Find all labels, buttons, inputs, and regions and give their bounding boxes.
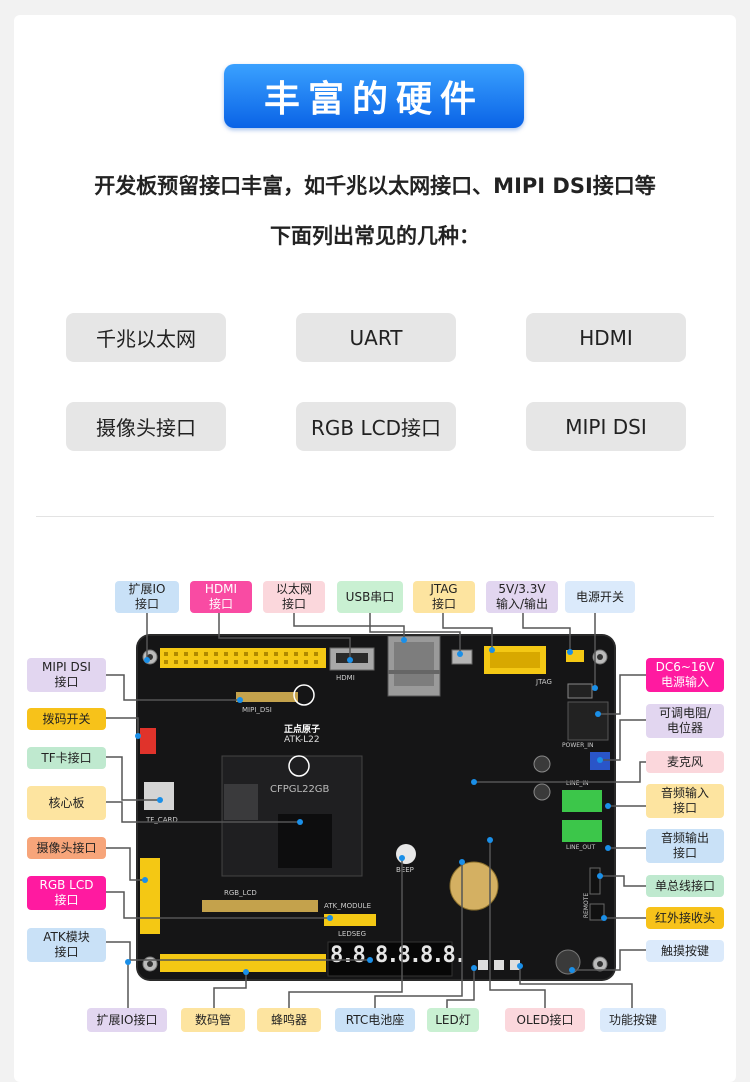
board-rgb-silk: RGB_LCD <box>224 889 257 897</box>
label-onewire: 单总线接口 <box>646 875 724 897</box>
feature-chip: 千兆以太网 <box>66 313 226 362</box>
label-audio-out: 音频输出 接口 <box>646 829 724 863</box>
divider <box>36 516 714 517</box>
feature-chip: RGB LCD接口 <box>296 402 456 451</box>
label-ir-receiver: 红外接收头 <box>646 907 724 929</box>
label-expansion-io-top: 扩展IO 接口 <box>115 581 179 613</box>
label-ethernet: 以太网 接口 <box>263 581 325 613</box>
label-power-switch: 电源开关 <box>565 581 635 613</box>
feature-chip: UART <box>296 313 456 362</box>
board-jtag-silk: JTAG <box>536 678 552 686</box>
label-microphone: 麦克风 <box>646 751 724 773</box>
board-linein-silk: LINE_IN <box>566 780 589 787</box>
board-beep-silk: BEEP <box>396 866 414 874</box>
feature-chip: HDMI <box>526 313 686 362</box>
label-camera: 摄像头接口 <box>27 837 106 859</box>
seven-segment-digits: 8.8.8.8.8.8. <box>330 943 467 968</box>
board-remote-silk: REMOTE <box>583 892 591 919</box>
label-function-key: 功能按键 <box>600 1008 666 1032</box>
label-mipi-dsi: MIPI DSI 接口 <box>27 658 106 692</box>
board-tf-silk: TF_CARD <box>146 816 178 824</box>
board-art <box>138 636 614 979</box>
label-expansion-io-bottom: 扩展IO接口 <box>87 1008 167 1032</box>
label-hdmi: HDMI 接口 <box>190 581 252 613</box>
label-potentiometer: 可调电阻/ 电位器 <box>646 704 724 738</box>
label-core-board: 核心板 <box>27 786 106 820</box>
board-seg-silk: LEDSEG <box>338 930 367 938</box>
label-rtc-battery: RTC电池座 <box>335 1008 415 1032</box>
label-rgb-lcd: RGB LCD 接口 <box>27 876 106 910</box>
label-dc-input: DC6~16V 电源输入 <box>646 658 724 692</box>
label-audio-in: 音频输入 接口 <box>646 784 724 818</box>
section-title: 丰富的硬件 <box>224 64 524 128</box>
feature-chip: MIPI DSI <box>526 402 686 451</box>
label-jtag: JTAG 接口 <box>413 581 475 613</box>
label-atk-module: ATK模块 接口 <box>27 928 106 962</box>
intro-line-2: 下面列出常见的几种： <box>270 224 480 248</box>
board-atk-silk: ATK_MODULE <box>324 902 371 910</box>
board-power-silk: POWER_IN <box>562 742 594 749</box>
board-mipi-silk: MIPI_DSI <box>242 706 272 714</box>
intro-line-1: 开发板预留接口丰富，如千兆以太网接口、MIPI DSI接口等 <box>94 174 656 198</box>
label-oled: OLED接口 <box>505 1008 585 1032</box>
label-power-io: 5V/3.3V 输入/输出 <box>486 581 558 613</box>
feature-chip: 摄像头接口 <box>66 402 226 451</box>
board-model: ATK-L22 <box>284 735 320 745</box>
label-touch-key: 触摸按键 <box>646 940 724 962</box>
board-hdmi-silk: HDMI <box>336 674 355 682</box>
label-tf-card: TF卡接口 <box>27 747 106 769</box>
label-led: LED灯 <box>427 1008 479 1032</box>
board-logo: 正点原子 <box>284 725 321 735</box>
dev-board: 正点原子 ATK-L22 CFPGL22GB MIPI_DSI HDMI TF_… <box>138 636 614 979</box>
board-chip: CFPGL22GB <box>270 784 330 795</box>
label-seven-segment: 数码管 <box>181 1008 245 1032</box>
label-usb-uart: USB串口 <box>337 581 403 613</box>
label-buzzer: 蜂鸣器 <box>257 1008 321 1032</box>
board-lineout-silk: LINE_OUT <box>566 844 596 851</box>
label-dip-switch: 拨码开关 <box>27 708 106 730</box>
